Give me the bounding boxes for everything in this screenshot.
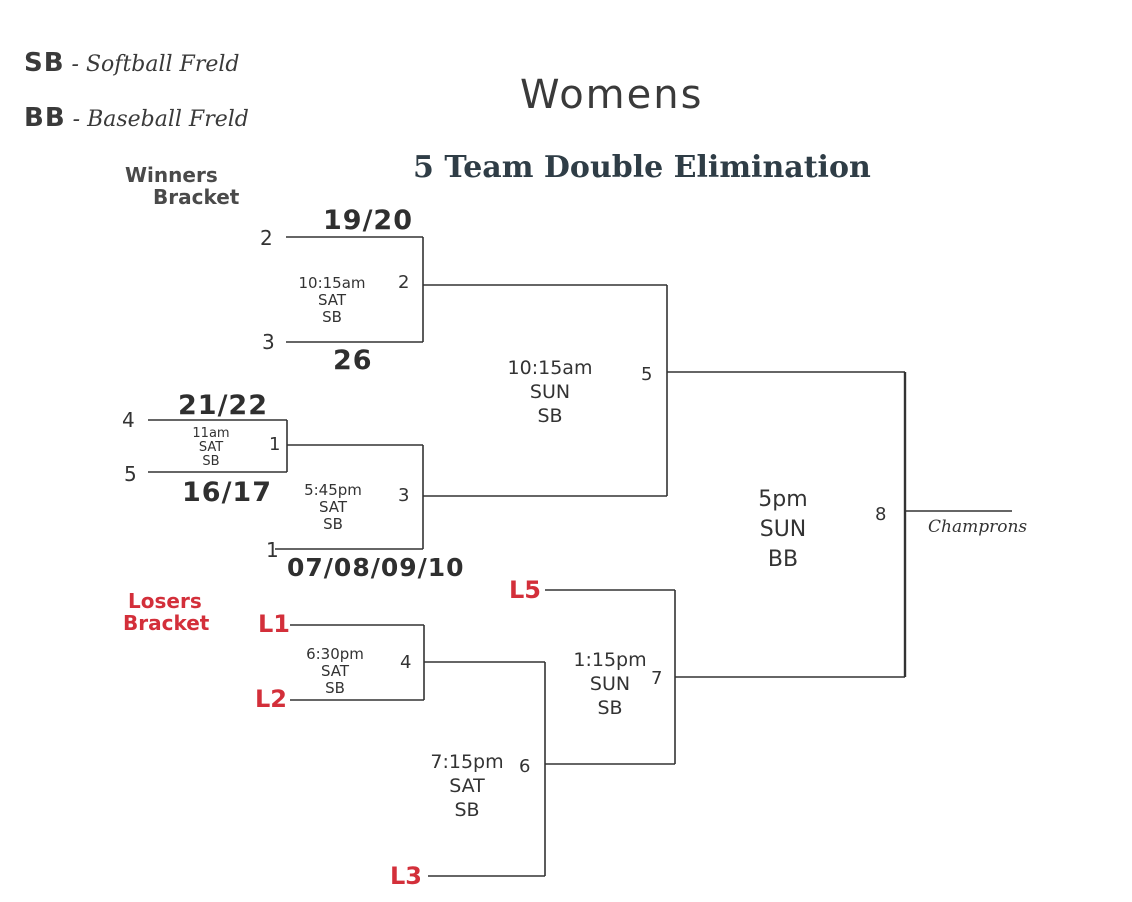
legend-bb-text: Baseball Freld (87, 107, 249, 132)
game-6-info: 7:15pm SAT SB (424, 750, 510, 822)
score-g1-bottom: 16/17 (182, 477, 273, 508)
score-g2-top: 19/20 (323, 205, 414, 236)
game-2-field: SB (322, 308, 342, 326)
game-8-day: SUN (759, 517, 807, 542)
game-1-day: SAT (198, 440, 224, 455)
seed-2: 2 (260, 226, 273, 250)
score-g2-bottom: 26 (333, 345, 373, 376)
game-3-day: SAT (318, 498, 348, 516)
game-2-info: 10:15am SAT SB (294, 275, 370, 326)
score-g3-bottom: 07/08/09/10 (287, 553, 465, 582)
game-5-time: 10:15am (507, 357, 593, 379)
game-8-info: 5pm SUN BB (748, 485, 818, 575)
game-8-field: BB (767, 547, 799, 572)
slot-l3: L3 (390, 862, 422, 890)
champions-label: Champrons (928, 517, 1028, 537)
game-8-time: 5pm (758, 487, 808, 512)
seed-1: 1 (266, 538, 279, 562)
legend-bb: BB - Baseball Freld (24, 103, 249, 133)
losers-bracket-label: Losers Bracket (123, 590, 209, 634)
game-5-number: 5 (641, 364, 653, 385)
game-5-field: SB (537, 405, 563, 427)
page-title: Womens (520, 72, 704, 118)
game-4-field: SB (325, 679, 345, 697)
game-6-field: SB (454, 799, 480, 821)
legend-bb-code: BB (24, 103, 66, 133)
game-7-time: 1:15pm (573, 649, 647, 671)
game-4-info: 6:30pm SAT SB (297, 646, 373, 697)
game-3-info: 5:45pm SAT SB (296, 482, 370, 533)
game-2-number: 2 (398, 272, 410, 293)
legend-sb: SB - Softball Freld (24, 48, 239, 78)
legend-sb-sep: - (71, 52, 79, 77)
game-1-field: SB (202, 454, 220, 469)
winners-bracket-label-line2: Bracket (153, 185, 240, 209)
game-2-time: 10:15am (298, 274, 366, 292)
losers-bracket-label-line2: Bracket (123, 611, 210, 635)
score-g1-top: 21/22 (178, 390, 269, 421)
game-2-day: SAT (317, 291, 347, 309)
slot-l2: L2 (255, 685, 287, 713)
game-6-time: 7:15pm (430, 751, 504, 773)
game-7-info: 1:15pm SUN SB (568, 648, 652, 720)
seed-5: 5 (124, 462, 137, 486)
game-4-number: 4 (400, 652, 412, 673)
game-8-number: 8 (875, 504, 887, 525)
legend-sb-text: Softball Freld (85, 52, 240, 77)
game-6-day: SAT (449, 775, 485, 797)
slot-l5: L5 (509, 576, 541, 604)
game-4-day: SAT (320, 662, 350, 680)
game-6-number: 6 (519, 756, 531, 777)
slot-l1: L1 (258, 610, 290, 638)
legend-sb-code: SB (24, 48, 65, 78)
game-3-time: 5:45pm (304, 481, 362, 499)
losers-bracket-label-line1: Losers (128, 589, 202, 613)
legend-bb-sep: - (72, 107, 81, 132)
game-7-day: SUN (589, 673, 631, 695)
game-5-info: 10:15am SUN SB (503, 356, 597, 428)
winners-bracket-label-line1: Winners (125, 163, 218, 187)
game-3-field: SB (323, 515, 343, 533)
page-subtitle: 5 Team Double Elimination (413, 150, 871, 185)
seed-3: 3 (262, 330, 275, 354)
game-7-number: 7 (651, 668, 663, 689)
game-1-number: 1 (269, 434, 281, 455)
game-3-number: 3 (398, 485, 410, 506)
seed-4: 4 (122, 408, 135, 432)
game-7-field: SB (597, 697, 623, 719)
game-5-day: SUN (529, 381, 571, 403)
game-1-time: 11am (192, 426, 230, 441)
game-1-info: 11am SAT SB (178, 427, 244, 469)
winners-bracket-label: Winners Bracket (125, 164, 239, 208)
game-4-time: 6:30pm (306, 645, 364, 663)
